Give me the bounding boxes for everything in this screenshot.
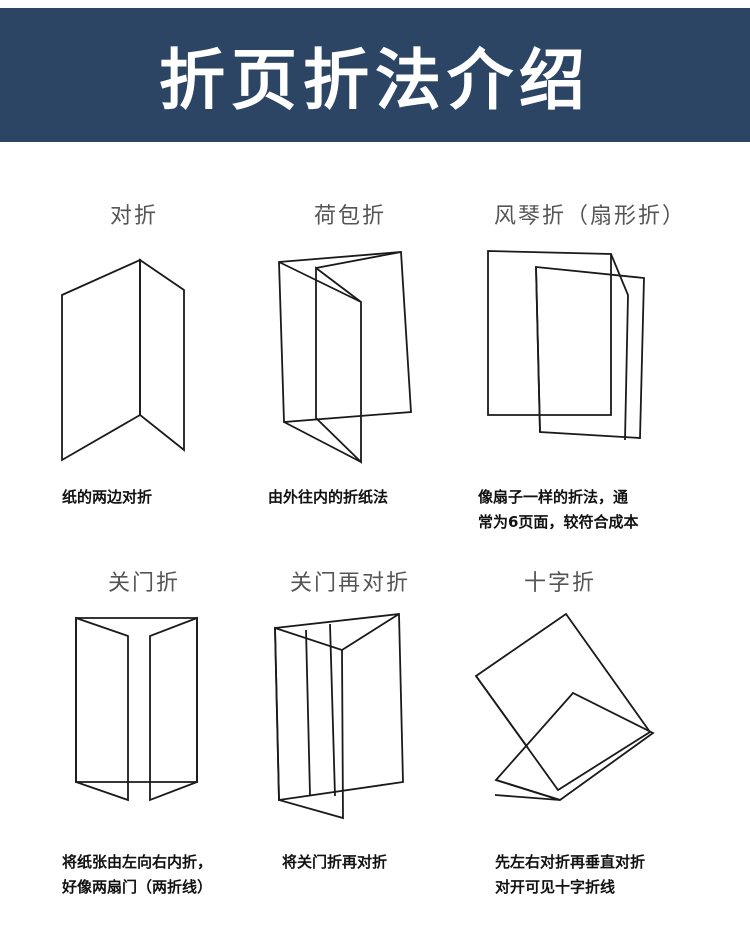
cross-fold-front-sheet <box>494 691 655 801</box>
accordion-fold-edge <box>535 266 541 433</box>
fold-title-half: 对折 <box>109 204 158 229</box>
fold-title-cross: 十字折 <box>523 571 596 596</box>
accordion-fold-crease <box>610 253 629 441</box>
gate-fold-left-door <box>75 616 129 802</box>
pocket-fold-top-edge <box>315 251 402 269</box>
fold-desc-half: 纸的两边对折 <box>62 488 153 506</box>
fold-desc-gate: 将纸张由左向右内折， 好像两扇门（两折线） <box>62 853 213 896</box>
double-gate-inner-line <box>305 629 311 796</box>
fold-desc-cross: 先左右对折再垂直对折 对开可见十字折线 <box>495 853 646 896</box>
fold-title-accordion: 风琴折（扇形折） <box>493 204 686 229</box>
double-gate-top-crease <box>341 613 400 651</box>
pocket-fold-top-crease <box>278 261 362 303</box>
cross-fold-bottom-edge <box>494 779 561 801</box>
fold-desc-accordion: 像扇子一样的折法，通 常为6页面，较符合成本 <box>478 488 639 531</box>
pocket-fold-bottom-crease <box>283 421 362 463</box>
double-gate-front <box>274 626 344 820</box>
pocket-fold-back-panel <box>278 251 412 423</box>
double-gate-inner-line-2 <box>329 623 336 797</box>
cross-fold-back-sheet <box>474 612 652 792</box>
accordion-fold-panel-1 <box>487 250 612 416</box>
fold-title-gate: 关门折 <box>107 571 180 596</box>
half-fold-right-panel <box>139 258 185 452</box>
fold-title-double-gate: 关门再对折 <box>289 571 410 596</box>
page-header: 折页折法介绍 <box>0 8 750 142</box>
fold-title-pocket: 荷包折 <box>313 204 386 229</box>
gate-fold-right-door <box>149 616 198 802</box>
cross-fold-crease <box>475 675 529 749</box>
fold-desc-double-gate: 将关门折再对折 <box>282 853 388 871</box>
fold-desc-pocket: 由外往内的折纸法 <box>268 488 389 506</box>
page-title: 折页折法介绍 <box>159 42 591 119</box>
